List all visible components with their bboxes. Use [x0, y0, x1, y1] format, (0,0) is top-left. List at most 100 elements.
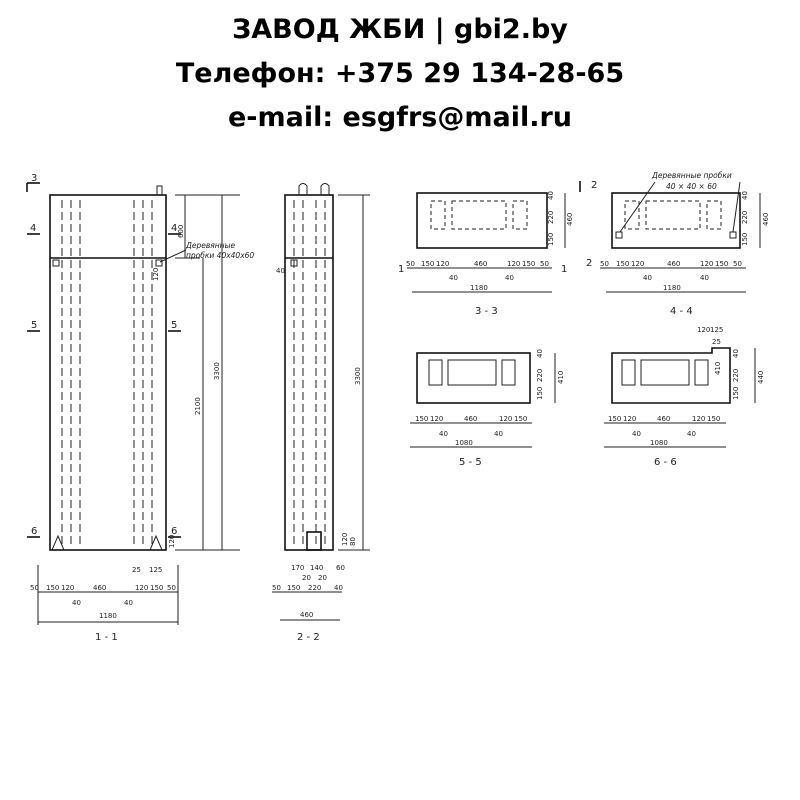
- note-plugs-section: Деревянные пробки: [651, 171, 732, 180]
- view-2-2-loop-left: [298, 183, 308, 195]
- caption-3-3: 3 - 3: [475, 306, 498, 317]
- dim-1180: 1180: [99, 612, 117, 620]
- sec44-460: 460: [762, 213, 770, 226]
- view-2-2-plug: [290, 259, 298, 267]
- sec44-40-r: 40: [700, 274, 709, 282]
- sec44-outline: [611, 192, 741, 249]
- dim22-460: 460: [300, 611, 313, 619]
- sec33-50-r: 50: [540, 260, 549, 268]
- sec33-void-2: [451, 200, 507, 230]
- mark-6-label-right: 6: [171, 526, 177, 537]
- sec55-outline: [416, 352, 531, 404]
- view-1-1-bottom-mark-right: [149, 534, 163, 551]
- sec55-410: 410: [557, 371, 565, 384]
- mark-3-label-left: 3: [31, 173, 37, 184]
- dim22-140: 140: [310, 564, 323, 572]
- sec66-150: 150: [732, 387, 740, 400]
- sec44-120-r: 120: [700, 260, 713, 268]
- sec44-void-3: [706, 200, 722, 230]
- sec33-mark-2: 2: [591, 180, 597, 191]
- dim22-20b: 20: [318, 574, 327, 582]
- sec33-120-l: 120: [436, 260, 449, 268]
- sec44-40-l: 40: [643, 274, 652, 282]
- mark-4-label-right: 4: [171, 223, 177, 234]
- view-1-1-bottom-mark-left: [51, 534, 65, 551]
- dim22-170: 170: [291, 564, 304, 572]
- view-2-2: [284, 183, 334, 551]
- dim22-40b: 40: [334, 584, 343, 592]
- sec66-120: 120: [697, 326, 710, 334]
- dim-50-right: 50: [167, 584, 176, 592]
- sec33-void-3: [512, 200, 528, 230]
- dim-40-right: 40: [124, 599, 133, 607]
- sec66-void-3: [694, 359, 709, 386]
- caption-5-5: 5 - 5: [459, 457, 482, 468]
- view-1-1-plug-right: [155, 259, 163, 267]
- view-1-1: [49, 185, 167, 551]
- dims-2-2: 3300 40 120 80 170 140 60 20 20 50 150 2…: [272, 194, 370, 621]
- sec33-150-l: 150: [421, 260, 434, 268]
- sec66-1080: 1080: [650, 439, 668, 447]
- sec33-1180: 1180: [470, 284, 488, 292]
- caption-4-4: 4 - 4: [670, 306, 693, 317]
- sec66-150-r: 150: [707, 415, 720, 423]
- dim-120-bottom: 120: [168, 535, 176, 548]
- view-1-1-outline: [49, 194, 167, 551]
- sec66-outline: [611, 347, 731, 404]
- section-3-3: 40 220 150 460 50 150 120 460 120 150 50…: [398, 180, 597, 293]
- sec33-mark-1b: 1: [561, 264, 567, 275]
- sec66-void-2: [640, 359, 690, 386]
- view-2-2-loop-right: [320, 183, 330, 195]
- sec44-150: 150: [741, 233, 749, 246]
- sec55-220: 220: [536, 369, 544, 382]
- sec33-460: 460: [566, 213, 574, 226]
- sec55-void-1: [428, 359, 443, 386]
- dim-460: 460: [93, 584, 106, 592]
- sec55-1080: 1080: [455, 439, 473, 447]
- sec33-void-1: [430, 200, 446, 230]
- sec66-440: 440: [757, 371, 765, 384]
- dim-120-left: 120: [61, 584, 74, 592]
- mark-5-label-left: 5: [31, 320, 37, 331]
- sec44-220: 220: [741, 211, 749, 224]
- sec66-120-r: 120: [692, 415, 705, 423]
- caption-6-6: 6 - 6: [654, 457, 677, 468]
- view-1-1-plug-left: [52, 259, 60, 267]
- sec55-40: 40: [536, 349, 544, 358]
- sec66-40-r: 40: [687, 430, 696, 438]
- sec66-120-l: 120: [623, 415, 636, 423]
- view-1-1-loop: [156, 185, 163, 195]
- sec55-150: 150: [536, 387, 544, 400]
- sec44-void-1: [624, 200, 640, 230]
- sec55-40-r: 40: [494, 430, 503, 438]
- sec55-150-l: 150: [415, 415, 428, 423]
- dims-1-1-horizontal: 50 150 120 460 120 150 50 40 40 25 125 1…: [30, 565, 179, 625]
- section-6-6: 120 125 25 410 40 220 150 440 150 120 46…: [604, 326, 765, 448]
- sec44-1180: 1180: [663, 284, 681, 292]
- sec33-outline: [416, 192, 548, 249]
- dim-150-left: 150: [46, 584, 59, 592]
- sec44-150-l: 150: [616, 260, 629, 268]
- section-marks-1-1: 3 4 4 5 5 6 6: [26, 173, 181, 538]
- note-plugs-top-left-size: пробки 40х40х60: [186, 251, 254, 260]
- sec33-50-l: 50: [406, 260, 415, 268]
- dim-2100: 2100: [194, 397, 202, 415]
- sec66-150-l: 150: [608, 415, 621, 423]
- note-plugs-top-left: Деревянные: [185, 241, 236, 250]
- section-4-4: Деревянные пробки 40 × 40 × 60 40 220 15…: [586, 171, 770, 293]
- dim-25: 25: [132, 566, 141, 574]
- sec33-mark-1: 1: [398, 264, 404, 275]
- sec44-460-w: 460: [667, 260, 680, 268]
- dims-1-1-vertical: 600 2100 3300 120 120: [152, 194, 240, 551]
- sec55-150-r: 150: [514, 415, 527, 423]
- note-plugs-section-size: 40 × 40 × 60: [666, 182, 717, 191]
- sec55-void-2: [447, 359, 497, 386]
- sec33-460-w: 460: [474, 260, 487, 268]
- sec66-25: 25: [712, 338, 721, 346]
- sec44-120-l: 120: [631, 260, 644, 268]
- header-email: e-mail: esgfrs@mail.ru: [227, 102, 573, 133]
- caption-2-2: 2 - 2: [297, 632, 320, 643]
- sec66-40: 40: [732, 349, 740, 358]
- dim-3300: 3300: [213, 362, 221, 380]
